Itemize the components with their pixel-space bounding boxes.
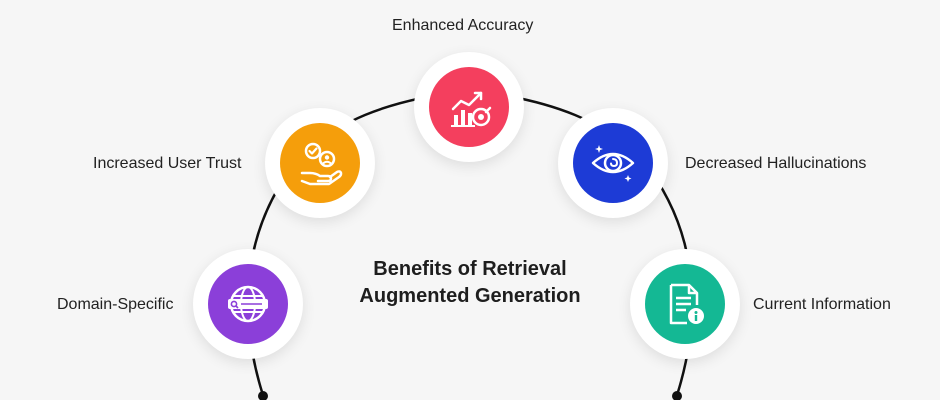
label-increased-user-trust: Increased User Trust	[93, 155, 242, 172]
disc-current-information	[645, 264, 725, 344]
node-decreased-hallucinations	[558, 108, 668, 218]
chart-target-icon	[451, 91, 492, 127]
node-domain-specific	[193, 249, 303, 359]
node-enhanced-accuracy	[414, 52, 524, 162]
disc-enhanced-accuracy	[429, 67, 509, 147]
disc-increased-user-trust	[280, 123, 360, 203]
node-increased-user-trust	[265, 108, 375, 218]
label-current-information: Current Information	[753, 296, 891, 313]
connector-end-dot-left	[258, 391, 268, 400]
document-info-icon	[669, 283, 704, 325]
globe-search-icon	[228, 285, 268, 323]
label-enhanced-accuracy: Enhanced Accuracy	[392, 17, 534, 34]
diagram-title: Benefits of Retrieval Augmented Generati…	[330, 256, 610, 310]
disc-domain-specific	[208, 264, 288, 344]
node-current-information	[630, 249, 740, 359]
disc-decreased-hallucinations	[573, 123, 653, 203]
trust-hand-icon	[300, 142, 343, 186]
eye-icon	[591, 145, 635, 182]
diagram-title-line-1: Benefits of Retrieval	[373, 258, 567, 280]
label-domain-specific: Domain-Specific	[57, 296, 174, 313]
diagram-title-line-2: Augmented Generation	[359, 285, 581, 307]
connector-end-dot-right	[672, 391, 682, 400]
label-decreased-hallucinations: Decreased Hallucinations	[685, 155, 867, 172]
